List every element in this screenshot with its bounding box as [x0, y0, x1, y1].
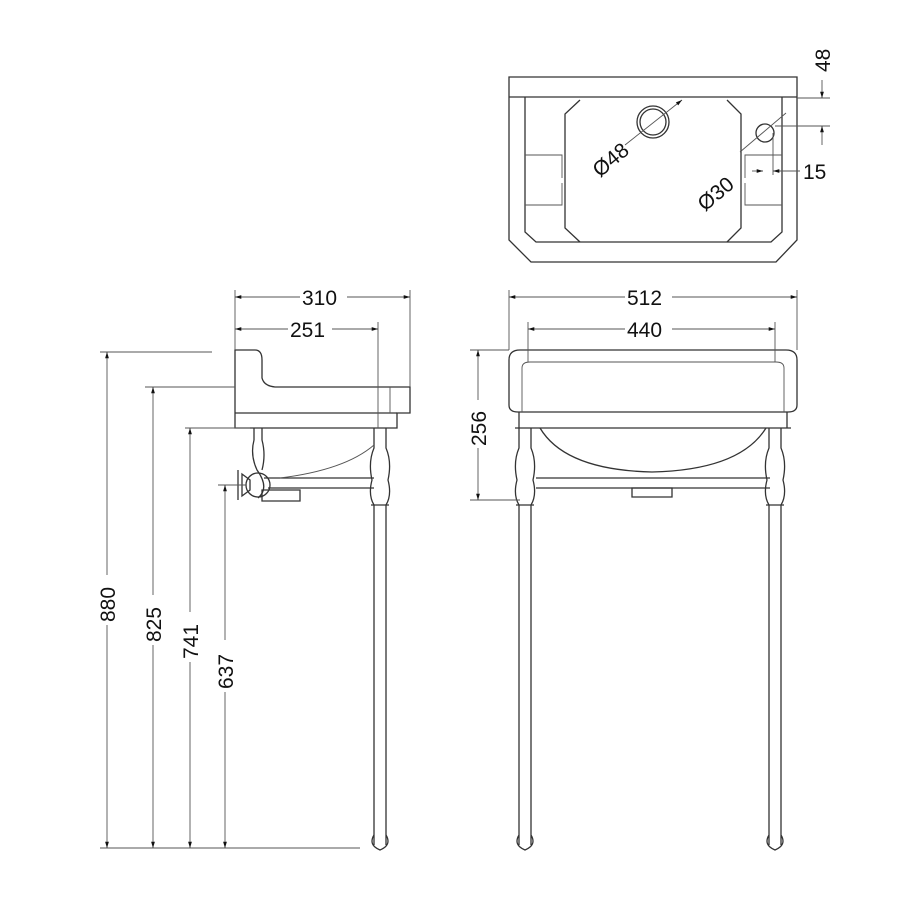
dim-basin-height: 256 [468, 411, 491, 446]
dim-height-overall: 880 [97, 587, 120, 622]
side-view: 310 251 880 825 741 637 [97, 287, 411, 851]
front-view: 512 440 256 [468, 287, 798, 851]
tap-hole-icon [755, 123, 775, 143]
dim-height-waste: 637 [215, 654, 238, 689]
waste-hole-icon [636, 105, 670, 139]
top-view: 48 Ø48 Ø30 15 [508, 49, 835, 263]
dim-width-overall: 512 [627, 287, 662, 310]
dim-depth-overall: 310 [302, 287, 337, 310]
dim-height-deck: 825 [143, 607, 166, 642]
dim-waste-diameter: Ø48 [588, 139, 633, 182]
dim-tap-offset: 48 [812, 49, 835, 72]
dim-tap-side-offset: 15 [803, 161, 826, 184]
dim-depth-bowl: 251 [290, 319, 325, 342]
dim-tap-hole-diameter: Ø30 [693, 173, 738, 216]
dim-height-underside: 741 [180, 624, 203, 659]
dim-width-inner: 440 [627, 319, 662, 342]
